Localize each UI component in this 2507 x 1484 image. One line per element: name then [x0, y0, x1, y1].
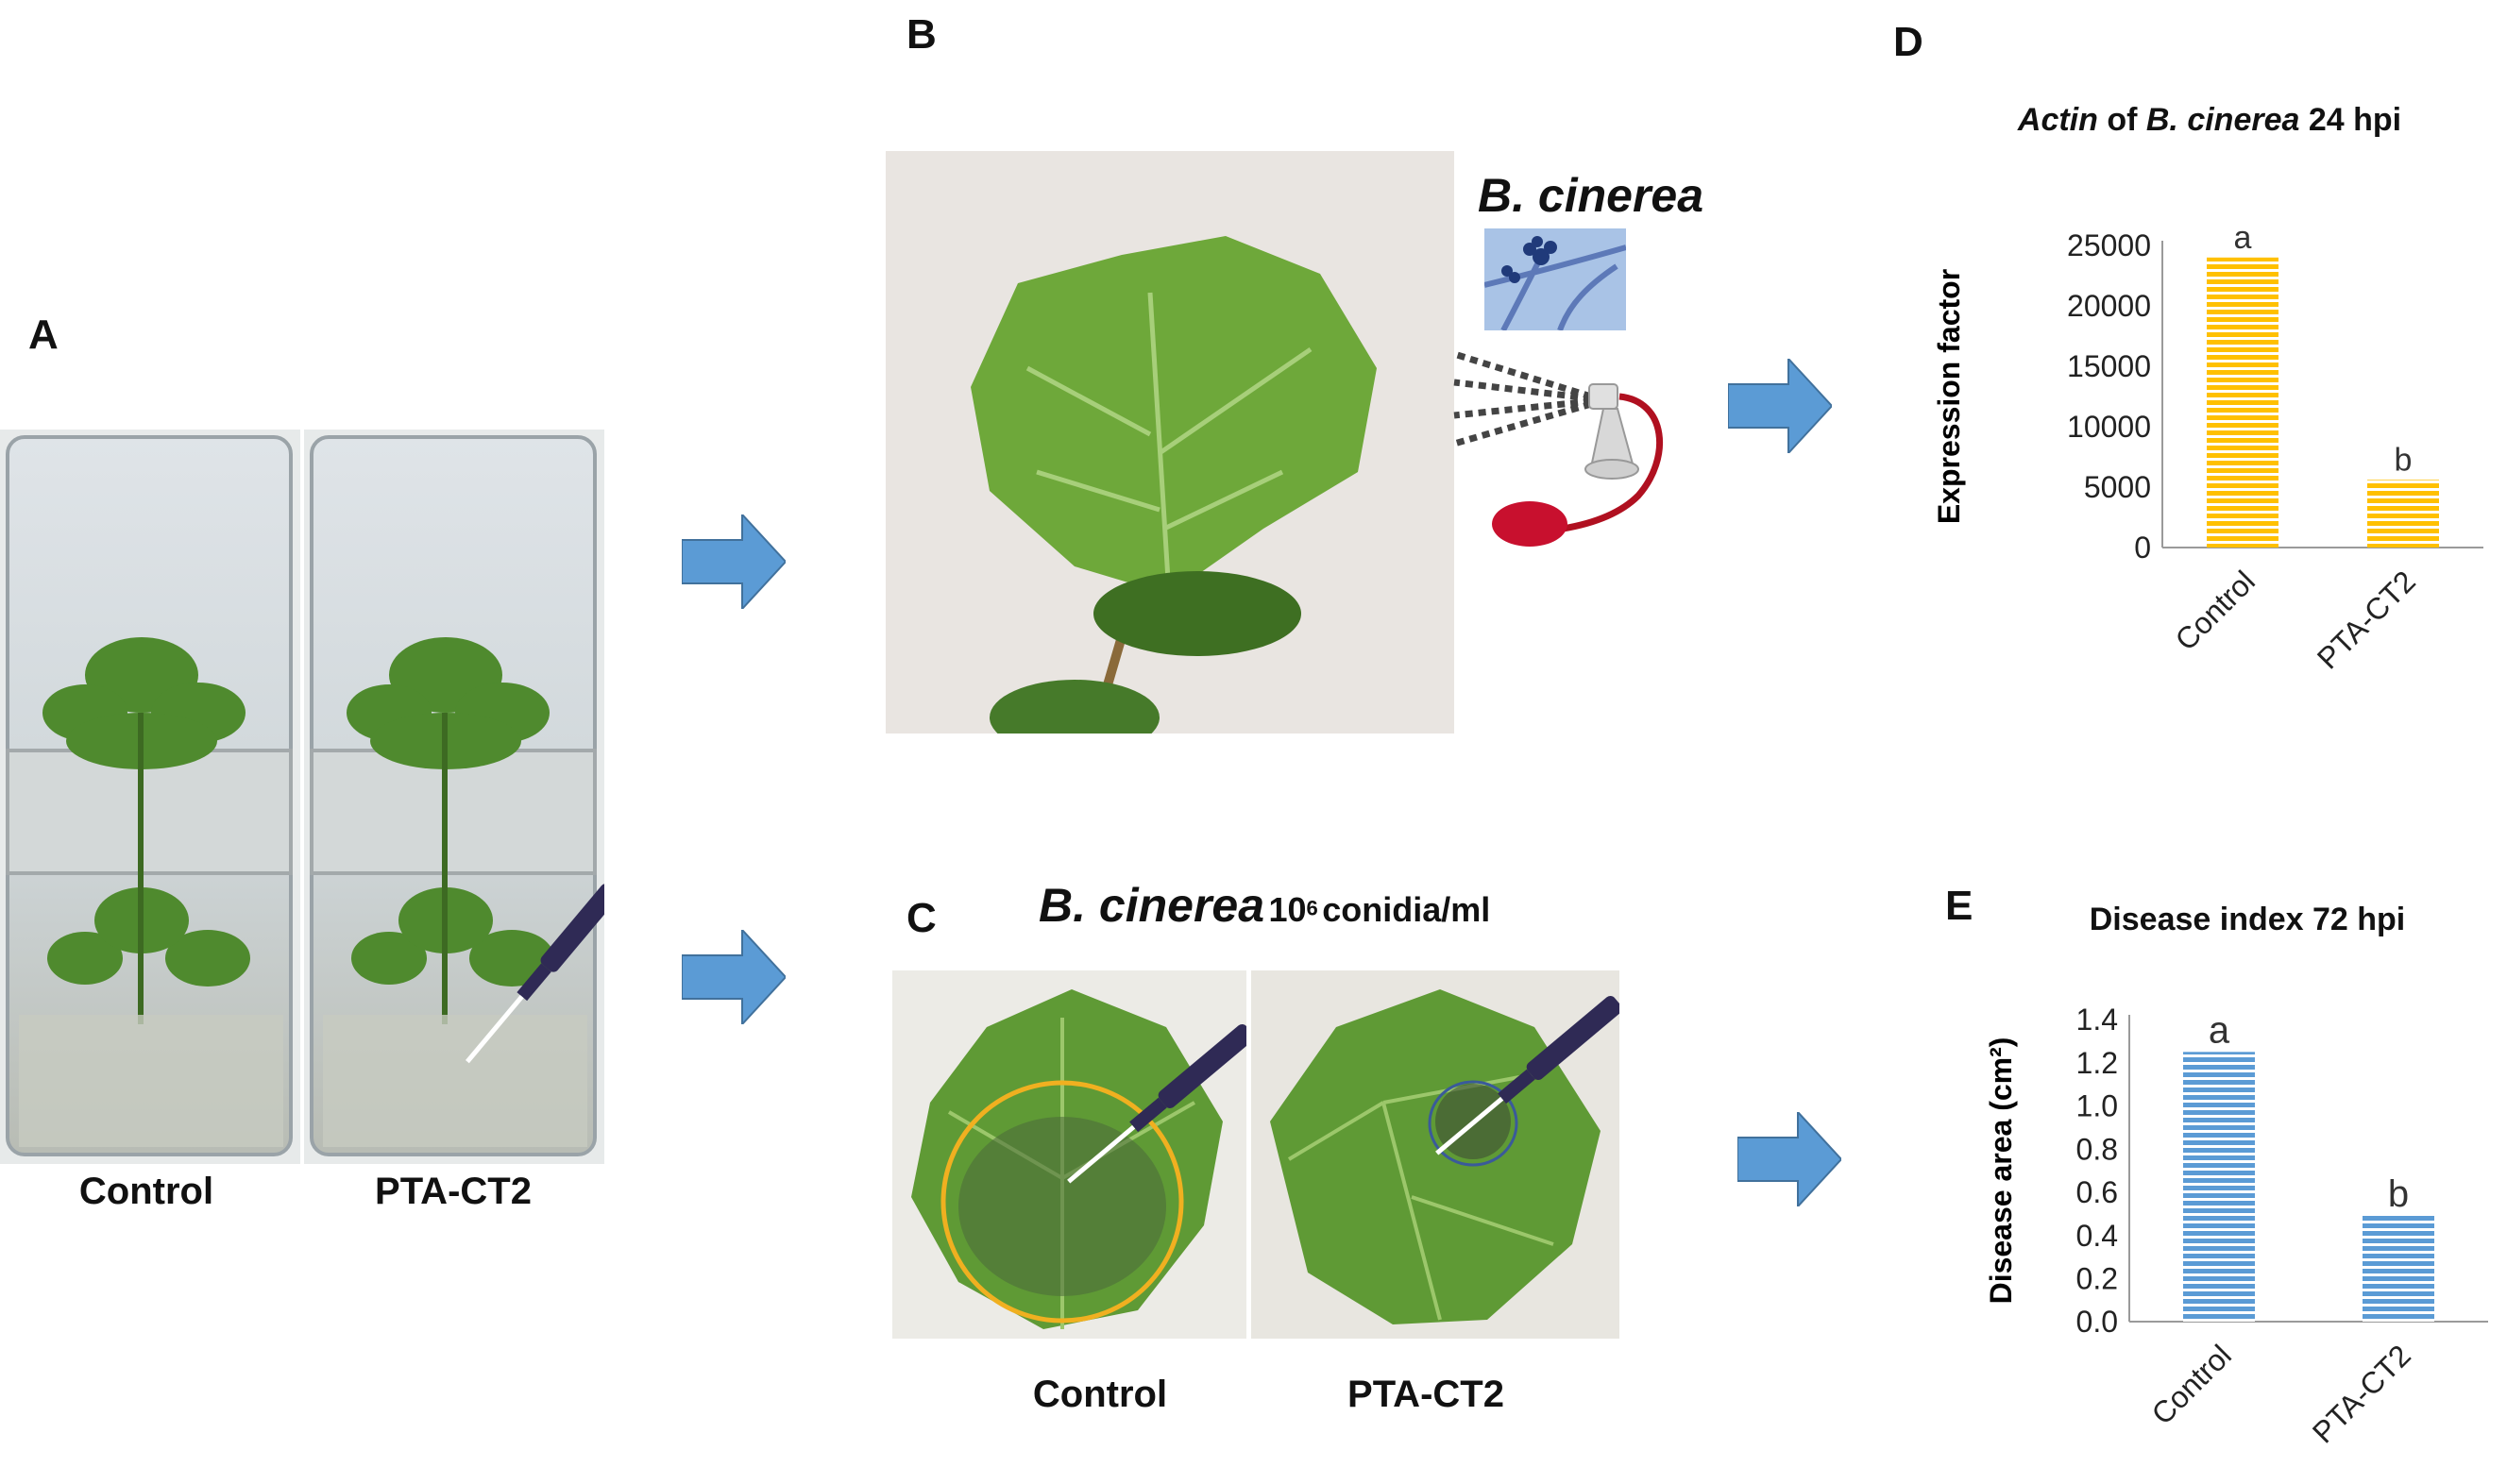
panel-b-letter: B — [906, 11, 937, 58]
y-tick-label: 20000 — [2067, 289, 2151, 323]
significance-letter: b — [2395, 442, 2413, 478]
panel-c-pta-ct2-label: PTA-CT2 — [1347, 1374, 1504, 1415]
y-tick-label: 0.2 — [2076, 1261, 2118, 1295]
panel-d-letter: D — [1893, 19, 1923, 65]
panel-c-dose-unit: conidia/ml — [1322, 890, 1491, 929]
panel-a-control-label: Control — [78, 1171, 214, 1212]
leaf-photo — [886, 151, 1454, 734]
chart-d-title-gene: Actin — [2017, 102, 2098, 138]
x-category-label: Control — [2145, 1338, 2238, 1430]
significance-letter: a — [2209, 1009, 2230, 1051]
panel-c-letter: C — [906, 895, 937, 941]
arrow-a-to-c-icon — [682, 930, 786, 1024]
panel-c-dose-exponent: 6 — [1306, 896, 1318, 920]
chart-d-title-species: B. cinerea — [2145, 102, 2300, 138]
chart-d-title-of: of — [2097, 102, 2146, 138]
conidia-micrograph — [1484, 228, 1626, 330]
x-category-label: Control — [2169, 564, 2261, 656]
arrow-b-to-d-icon — [1728, 359, 1832, 453]
y-tick-label: 25000 — [2067, 228, 2151, 262]
panel-c-control-label: Control — [1032, 1374, 1168, 1415]
chart-e-title: Disease index 72 hpi — [2089, 902, 2406, 937]
pta-ct2-culture-box-photo — [304, 430, 604, 1164]
chart-d-title: Actin of B. cinerea 24 hpi — [1926, 102, 2493, 139]
y-tick-label: 10000 — [2067, 410, 2151, 444]
y-tick-label: 0.8 — [2076, 1132, 2118, 1166]
y-tick-label: 0.0 — [2076, 1305, 2118, 1339]
bar-control — [2207, 257, 2278, 548]
chart-d-title-time: 24 hpi — [2299, 102, 2402, 138]
panel-c-pathogen: B. cinerea — [1039, 879, 1265, 932]
y-tick-label: 1.4 — [2076, 1003, 2118, 1037]
bar-control — [2183, 1052, 2255, 1322]
y-tick-label: 1.0 — [2076, 1089, 2118, 1123]
arrow-c-to-e-icon — [1737, 1112, 1841, 1206]
sprayer-icon — [1452, 350, 1663, 547]
y-tick-label: 5000 — [2084, 470, 2151, 504]
arrow-a-to-b-icon — [682, 514, 786, 609]
expression-chart: Expression factor 0 5000 10000 15000 20000 250… — [1932, 220, 2483, 676]
bar-pta-ct2 — [2367, 480, 2439, 548]
panel-a-pta-ct2-label: PTA-CT2 — [375, 1171, 532, 1212]
panel-c-dose-base: 10 — [1268, 890, 1307, 929]
y-tick-label: 0.4 — [2076, 1219, 2118, 1253]
pta-ct2-inoculated-leaf-photo — [1251, 970, 1619, 1339]
panel-e-letter: E — [1945, 883, 1973, 929]
y-tick-label: 0.6 — [2076, 1175, 2118, 1209]
x-category-label: PTA-CT2 — [2306, 1338, 2417, 1449]
panel-c-title: B. cinerea 106 conidia/ml — [1039, 878, 1490, 933]
y-axis-label: Disease area (cm²) — [1984, 1037, 2018, 1305]
bar-pta-ct2 — [2363, 1216, 2434, 1322]
disease-index-chart: Disease area (cm²) 0.0 0.2 0.4 0.6 0.8 1.0 1.2 1… — [1984, 1003, 2488, 1450]
y-axis-label: Expression factor — [1932, 269, 1966, 524]
y-tick-label: 0 — [2134, 531, 2151, 565]
x-category-label: PTA-CT2 — [2311, 564, 2422, 675]
significance-letter: b — [2388, 1173, 2409, 1215]
control-culture-box-photo — [0, 430, 300, 1164]
control-inoculated-leaf-photo — [892, 970, 1246, 1339]
panel-b-pathogen-label: B. cinerea — [1478, 169, 1704, 222]
panel-a-letter: A — [28, 312, 59, 358]
y-tick-label: 15000 — [2067, 349, 2151, 383]
significance-letter: a — [2234, 220, 2252, 256]
y-tick-label: 1.2 — [2076, 1046, 2118, 1080]
